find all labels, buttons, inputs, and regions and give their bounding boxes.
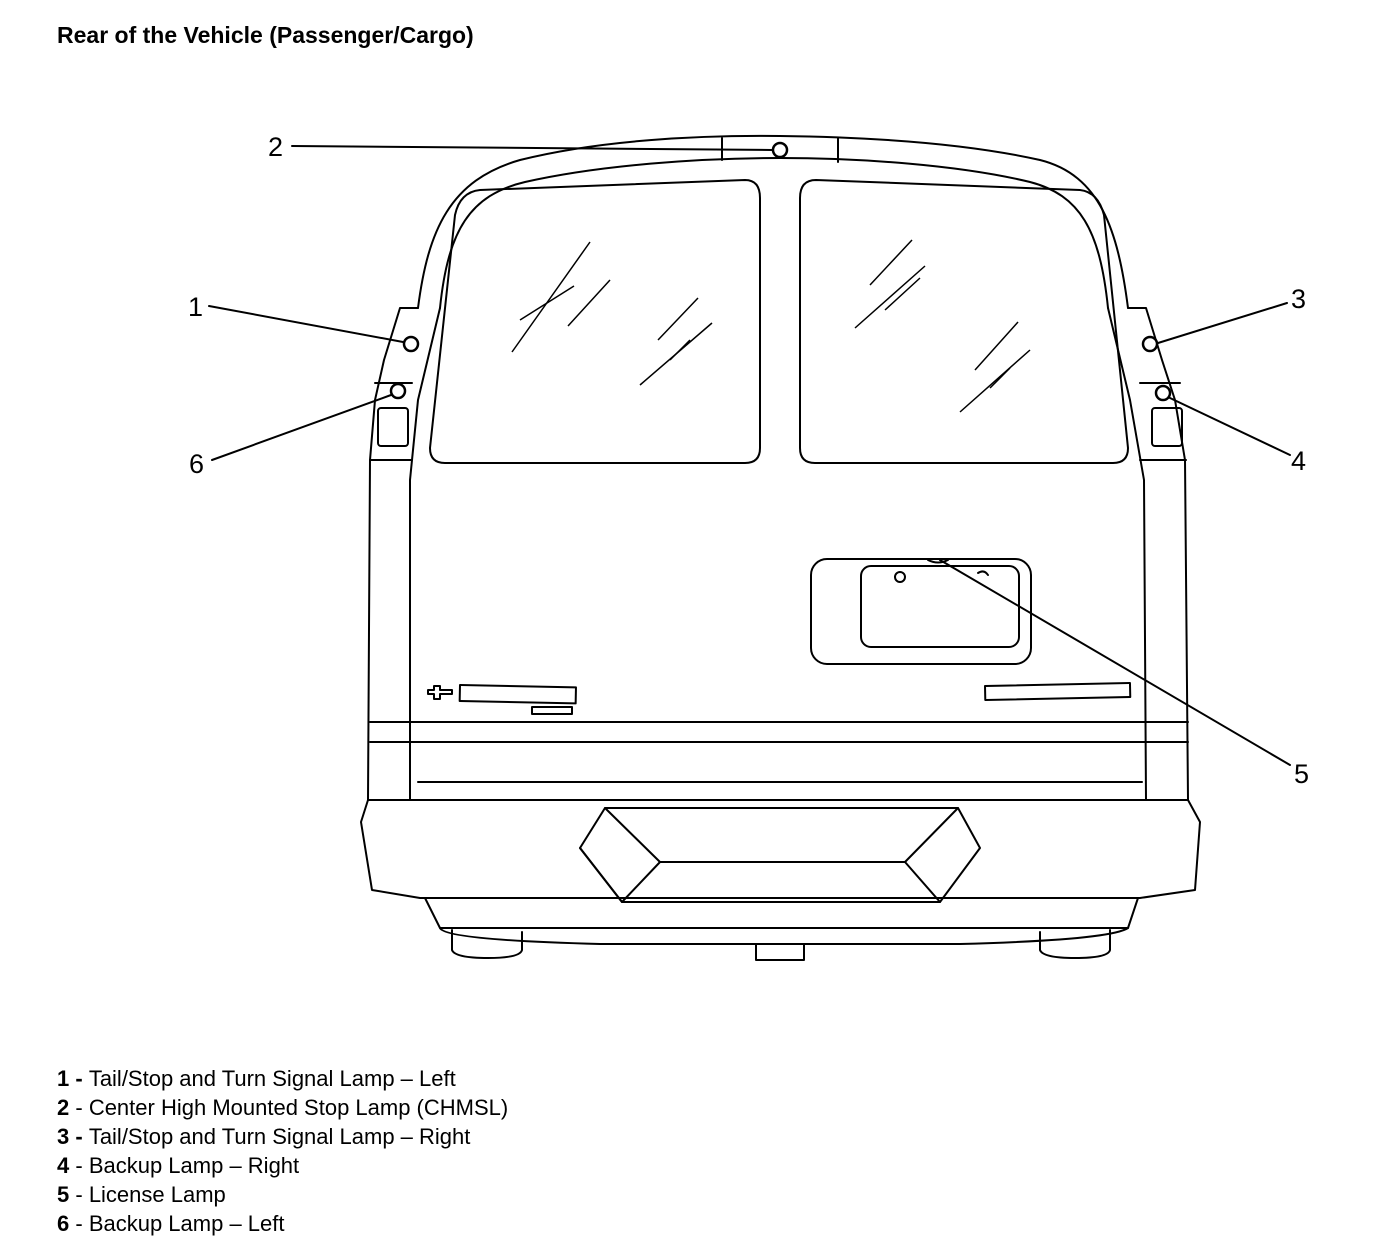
leader-line-1 — [208, 305, 404, 343]
lamp-1-tail-stop-left — [402, 335, 420, 353]
legend: 1 - Tail/Stop and Turn Signal Lamp – Lef… — [57, 1064, 508, 1238]
legend-item: 2 - Center High Mounted Stop Lamp (CHMSL… — [57, 1093, 508, 1122]
legend-num: 6 — [57, 1211, 70, 1236]
legend-num: 5 — [57, 1182, 70, 1207]
leader-line-5 — [939, 559, 1291, 766]
van-body — [360, 134, 1201, 961]
legend-item: 4 - Backup Lamp – Right — [57, 1151, 508, 1180]
leader-line-2 — [291, 145, 773, 151]
callout-1: 1 — [188, 292, 203, 322]
legend-num: 4 — [57, 1153, 70, 1178]
legend-text: Backup Lamp – Right — [88, 1153, 300, 1178]
callout-3: 3 — [1291, 284, 1306, 314]
lamp-4-backup-right — [1154, 384, 1172, 402]
legend-text: Tail/Stop and Turn Signal Lamp – Left — [88, 1066, 456, 1091]
legend-sep: - — [69, 1182, 89, 1207]
lamp-3-tail-stop-right — [1141, 335, 1159, 353]
diagram-title: Rear of the Vehicle (Passenger/Cargo) — [57, 22, 474, 48]
legend-sep: - — [69, 1153, 89, 1178]
legend-item: 1 - Tail/Stop and Turn Signal Lamp – Lef… — [57, 1064, 508, 1093]
legend-text: Tail/Stop and Turn Signal Lamp – Right — [88, 1124, 471, 1149]
callout-2: 2 — [268, 132, 283, 162]
legend-text: Center High Mounted Stop Lamp (CHMSL) — [88, 1095, 509, 1120]
legend-num: 2 — [57, 1095, 70, 1120]
legend-sep: - — [69, 1095, 89, 1120]
callout-4: 4 — [1291, 446, 1306, 476]
leader-line-4 — [1169, 397, 1291, 456]
legend-item: 5 - License Lamp — [57, 1180, 508, 1209]
leader-line-3 — [1157, 302, 1288, 344]
legend-item: 6 - Backup Lamp – Left — [57, 1209, 508, 1238]
callout-6: 6 — [189, 449, 204, 479]
legend-sep: - — [69, 1066, 89, 1091]
legend-item: 3 - Tail/Stop and Turn Signal Lamp – Rig… — [57, 1122, 508, 1151]
legend-num: 3 — [57, 1124, 70, 1149]
legend-num: 1 — [57, 1066, 70, 1091]
legend-text: Backup Lamp – Left — [88, 1211, 285, 1236]
leader-line-6 — [211, 394, 392, 461]
lamp-6-backup-left — [389, 382, 407, 400]
callout-5: 5 — [1294, 759, 1309, 789]
legend-sep: - — [69, 1211, 89, 1236]
lamp-2-chmsl — [771, 141, 789, 159]
legend-text: License Lamp — [88, 1182, 226, 1207]
legend-sep: - — [69, 1124, 89, 1149]
